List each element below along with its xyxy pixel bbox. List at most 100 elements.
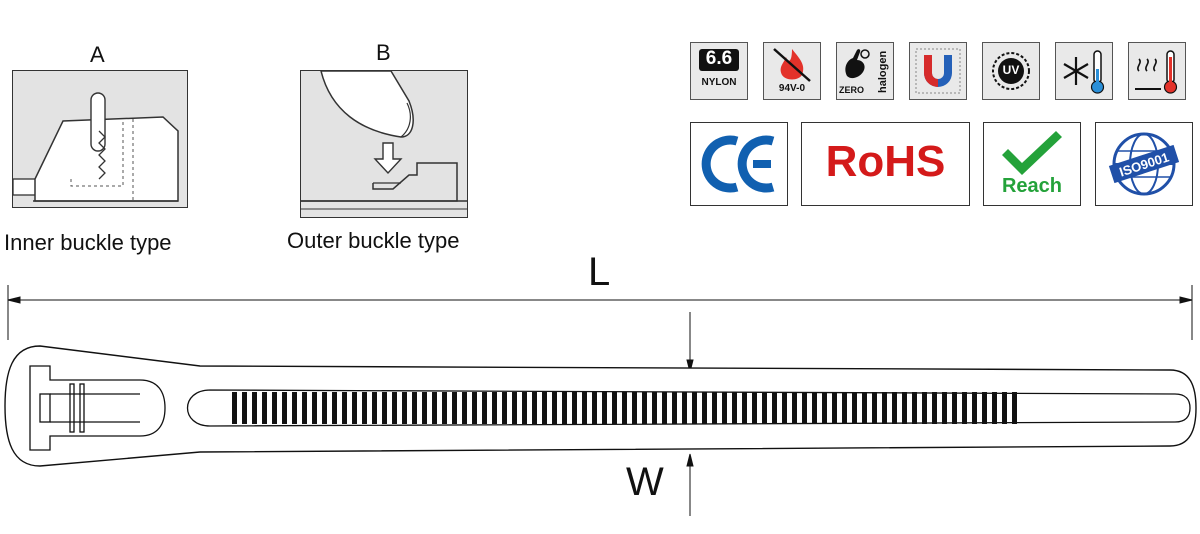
serration-tooth (312, 392, 317, 424)
serration-tooth (642, 392, 647, 424)
length-label: L (588, 250, 611, 294)
serration-tooth (372, 392, 377, 424)
serration-tooth (392, 392, 397, 424)
serration-tooth (472, 392, 477, 424)
ce-cert (690, 122, 788, 206)
serration-tooth (462, 392, 467, 424)
nylon-icon: 6.6 NYLON (690, 42, 748, 100)
serration-tooth (592, 392, 597, 424)
serration-tooth (532, 392, 537, 424)
buckle-slot (29, 365, 166, 451)
serration-tooth (942, 392, 947, 424)
buckle-a-letter: A (90, 42, 105, 67)
sun-icon (992, 52, 1030, 90)
length-dimension (7, 285, 1193, 340)
serration-tooth (302, 392, 307, 424)
serration-tooth (602, 392, 607, 424)
non-magnetic-icon (909, 42, 967, 100)
serration-tooth (622, 392, 627, 424)
serration-tooth (612, 392, 617, 424)
serration-tooth (832, 392, 837, 424)
serration-tooth (772, 392, 777, 424)
serration-tooth (982, 392, 987, 424)
width-dimension (686, 312, 694, 516)
rohs-cert: RoHS (801, 122, 970, 206)
flame-icon (773, 48, 811, 82)
serration-tooth (992, 392, 997, 424)
zero-label: ZERO (839, 85, 865, 95)
flame-rating: 94V-0 (778, 83, 806, 94)
tie-strap (186, 389, 1191, 427)
serration-tooth (732, 392, 737, 424)
serration-tooth (512, 392, 517, 424)
reach-label: Reach (1001, 175, 1063, 197)
serration-tooth (702, 392, 707, 424)
serration-tooth (412, 392, 417, 424)
serration-tooth (322, 392, 327, 424)
flame-retardant-icon: 94V-0 (763, 42, 821, 100)
serration-tooth (492, 392, 497, 424)
iso-cert: ISO9001 (1095, 122, 1193, 206)
serration-tooth (902, 392, 907, 424)
heat-resistant-icon (1128, 42, 1186, 100)
outer-buckle-illustration (301, 71, 467, 210)
serration-tooth (792, 392, 797, 424)
uv-resistant-icon: UV (982, 42, 1040, 100)
serration-tooth (562, 392, 567, 424)
serration-tooth (1002, 392, 1007, 424)
zero-halogen-icon: ZERO halogen (836, 42, 894, 100)
buckle-b-panel (300, 70, 468, 218)
serration-tooth (852, 392, 857, 424)
serration-tooth (932, 392, 937, 424)
buckle-b-letter: B (376, 40, 391, 65)
hand-icon (845, 49, 870, 79)
cold-resistant-icon (1055, 42, 1113, 100)
serration-tooth (742, 392, 747, 424)
serration-tooth (722, 392, 727, 424)
serration-tooth (652, 392, 657, 424)
serration-tooth (352, 392, 357, 424)
serration-tooth (282, 392, 287, 424)
serration-tooth (542, 392, 547, 424)
magnet-icon (915, 48, 961, 94)
serration-tooth (342, 392, 347, 424)
reach-cert: Reach (983, 122, 1081, 206)
heat-thermometer-icon (1135, 50, 1178, 94)
serration-tooth (882, 392, 887, 424)
serration-tooth (962, 392, 967, 424)
serration-tooth (632, 392, 637, 424)
iso-globe-icon: ISO9001 (1108, 132, 1180, 196)
serration-tooth (292, 392, 297, 424)
serration-tooth (572, 392, 577, 424)
serration-tooth (582, 392, 587, 424)
serration-tooth (682, 392, 687, 424)
serration-tooth (552, 392, 557, 424)
serration-tooth (482, 392, 487, 424)
serration-tooth (912, 392, 917, 424)
serration-tooth (432, 392, 437, 424)
serration-tooth (402, 392, 407, 424)
serration-tooth (382, 392, 387, 424)
serration-tooth (1012, 392, 1017, 424)
rohs-label: RoHS (825, 137, 946, 186)
strap-serrations (232, 392, 1017, 424)
serration-tooth (782, 392, 787, 424)
inner-buckle-illustration (13, 92, 179, 202)
nylon-label: NYLON (701, 77, 737, 88)
ce-mark-icon (701, 135, 775, 193)
serration-tooth (452, 392, 457, 424)
serration-tooth (712, 392, 717, 424)
serration-tooth (242, 392, 247, 424)
checkmark-icon (1002, 131, 1062, 175)
buckle-b-caption: Outer buckle type (287, 228, 460, 253)
serration-tooth (922, 392, 927, 424)
snowflake-thermometer-icon (1063, 50, 1105, 94)
width-label: W (626, 460, 664, 504)
serration-tooth (762, 392, 767, 424)
serration-tooth (262, 392, 267, 424)
serration-tooth (422, 392, 427, 424)
serration-tooth (672, 392, 677, 424)
serration-tooth (692, 392, 697, 424)
buckle-a-caption: Inner buckle type (4, 230, 172, 255)
serration-tooth (952, 392, 957, 424)
